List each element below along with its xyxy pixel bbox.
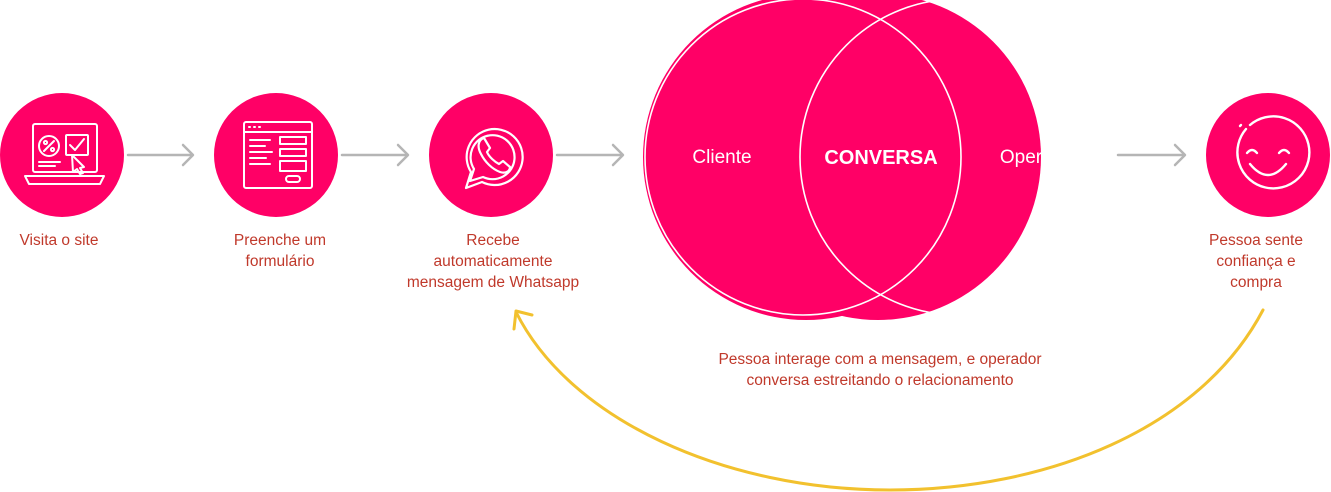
step-circle xyxy=(214,93,338,217)
venn-caption: Pessoa interage com a mensagem, e operad… xyxy=(718,351,1042,389)
venn-diagram: Cliente CONVERSA Operador xyxy=(643,0,1117,320)
step-visit-site xyxy=(0,93,124,217)
web-form-icon xyxy=(243,121,313,189)
venn-outline-right xyxy=(799,0,1117,316)
step-label-fill-form: Preenche um formulário xyxy=(233,232,327,270)
venn-circle-left xyxy=(643,0,969,320)
step-circle xyxy=(0,93,124,217)
step-circle xyxy=(1206,93,1330,217)
flow-arrow xyxy=(340,143,410,167)
step-whatsapp-message xyxy=(429,93,553,217)
step-circle xyxy=(429,93,553,217)
venn-label-conversation: CONVERSA xyxy=(824,147,937,169)
step-label-whatsapp-message: Recebe automaticamente mensagem de Whats… xyxy=(406,232,580,291)
venn-label-client: Cliente xyxy=(692,147,751,168)
step-trust-purchase xyxy=(1206,93,1330,217)
venn-outline-left xyxy=(644,0,962,316)
step-label-trust-purchase: Pessoa sente confiança e compra xyxy=(1209,232,1303,291)
flow-arrow xyxy=(126,143,195,167)
step-label-visit-site: Visita o site xyxy=(19,232,99,249)
laptop-discount-icon xyxy=(24,123,105,185)
step-fill-form xyxy=(214,93,338,217)
flow-arrow xyxy=(555,143,625,167)
smile-face-icon xyxy=(1236,115,1311,190)
loop-back-arrow xyxy=(512,308,1265,492)
venn-label-operator: Operador xyxy=(1000,147,1081,168)
flow-arrow xyxy=(1116,143,1187,167)
whatsapp-icon xyxy=(464,127,524,190)
